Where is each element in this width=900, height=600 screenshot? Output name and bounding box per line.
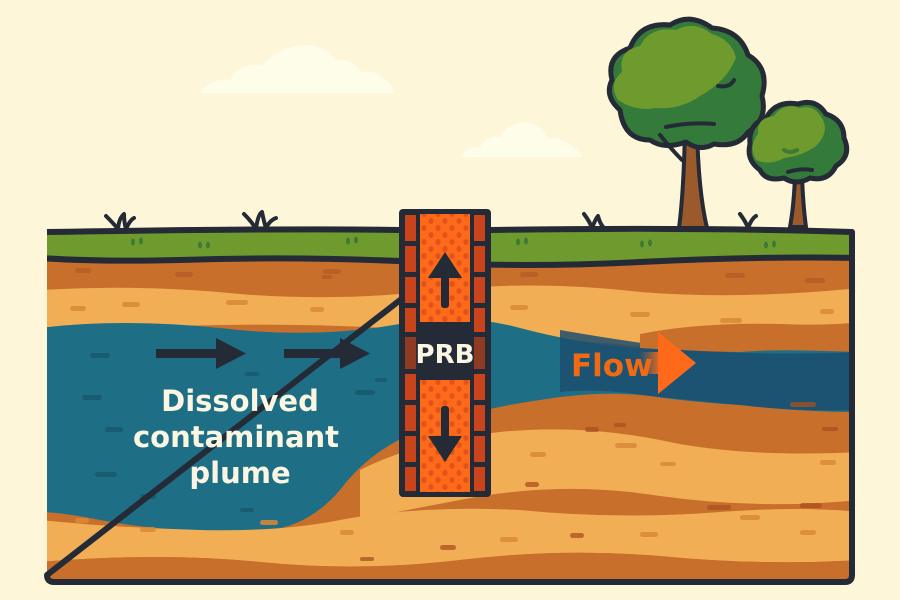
- tree-large-icon: [606, 16, 767, 230]
- plume-label-line2: contaminant: [133, 420, 339, 454]
- flow-label: Flow: [571, 348, 653, 384]
- cloud-icon: [200, 44, 394, 93]
- permeable-reactive-barrier: PRB: [399, 209, 491, 497]
- flow-indicator: Flow: [571, 332, 696, 394]
- plume-label-line3: plume: [189, 456, 290, 490]
- cloud-icon: [460, 122, 583, 157]
- plume-label-line1: Dissolved: [161, 384, 319, 418]
- tree-small-icon: [746, 99, 850, 229]
- flow-arrow-icon: [658, 332, 696, 394]
- sediment-marks: [75, 268, 825, 283]
- barrier-bricks: [405, 215, 485, 491]
- plume-label: Dissolved contaminant plume: [133, 384, 339, 490]
- arrow-right-icon: [284, 338, 370, 369]
- arrow-down-icon: [428, 406, 462, 462]
- barrier-label: PRB: [416, 340, 475, 370]
- water-marks: [82, 353, 387, 512]
- arrow-up-icon: [428, 252, 462, 308]
- treated-plume: [560, 330, 852, 411]
- arrow-right-icon: [156, 338, 246, 369]
- grass-dots: [131, 236, 776, 249]
- ground-outline: [44, 225, 855, 585]
